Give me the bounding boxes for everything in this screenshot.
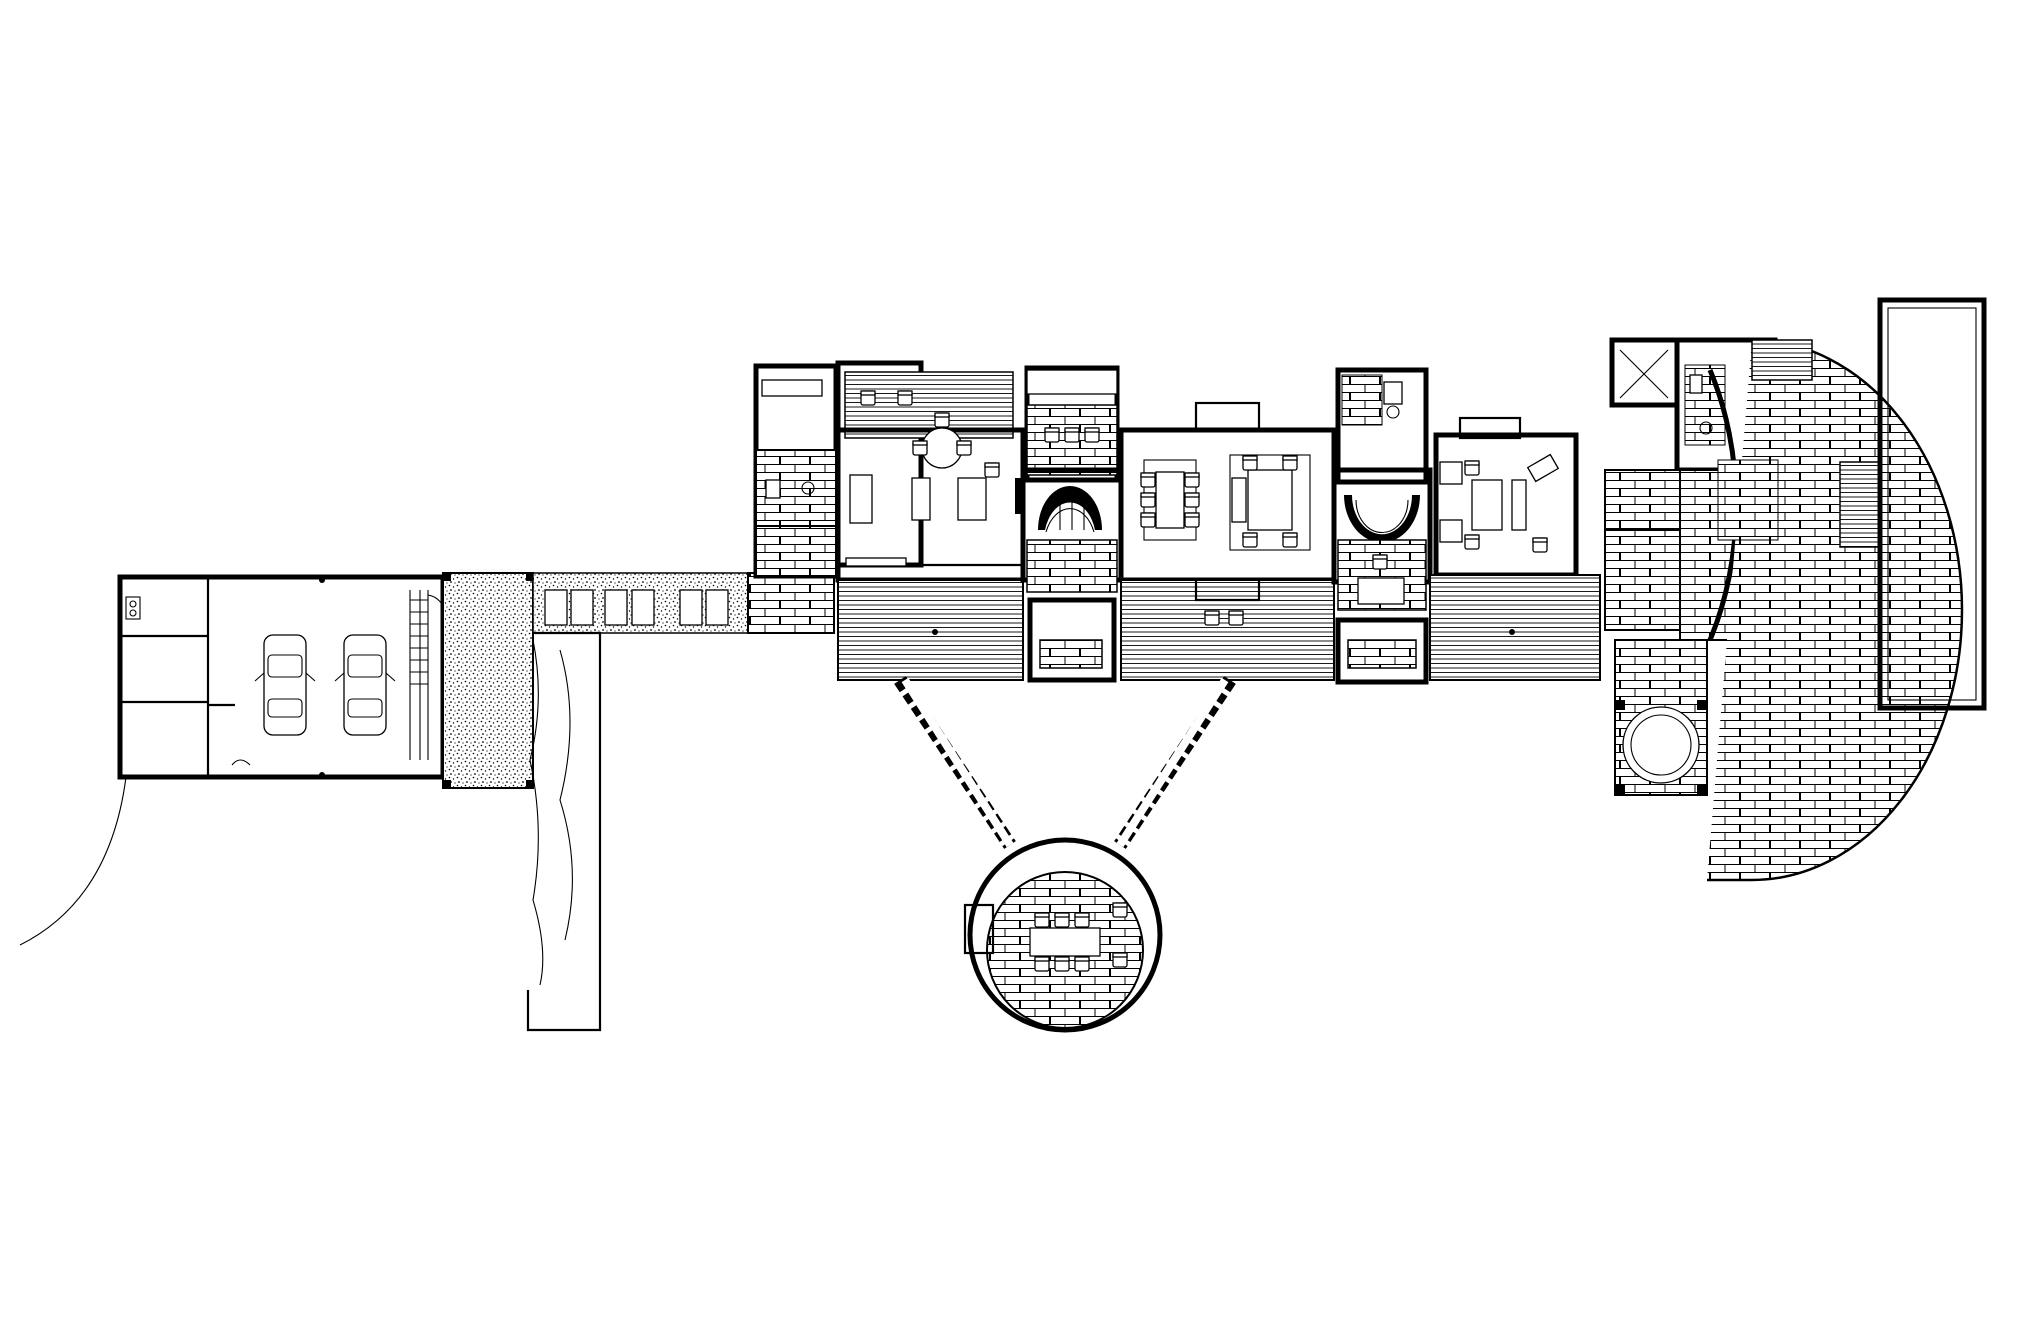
car-icon xyxy=(254,634,316,736)
gazebo xyxy=(1622,706,1700,784)
coffee-table xyxy=(1247,469,1293,531)
great-room xyxy=(1118,401,1337,681)
stair-hall-east xyxy=(1331,367,1433,685)
study xyxy=(1429,416,1601,681)
dining-table xyxy=(1155,471,1185,529)
kitchen-block xyxy=(753,360,1026,681)
curved-terrace xyxy=(1707,338,1964,882)
garage-stair xyxy=(409,590,429,760)
porte-cochere xyxy=(442,572,534,789)
round-terrace xyxy=(894,676,1236,1033)
west-deck xyxy=(837,579,1024,681)
pool-steps xyxy=(1839,461,1881,548)
driveway-curve xyxy=(19,776,127,946)
outdoor-dining-table xyxy=(1029,927,1101,957)
spiral-stair xyxy=(1038,486,1102,530)
stepping-stones xyxy=(529,639,544,986)
pool xyxy=(1877,297,1987,711)
garage-wing xyxy=(19,574,446,946)
car-icon xyxy=(334,634,396,736)
master-suite xyxy=(1604,297,1987,882)
entry-walk xyxy=(526,572,835,1032)
stair-hall-west xyxy=(1020,365,1124,683)
